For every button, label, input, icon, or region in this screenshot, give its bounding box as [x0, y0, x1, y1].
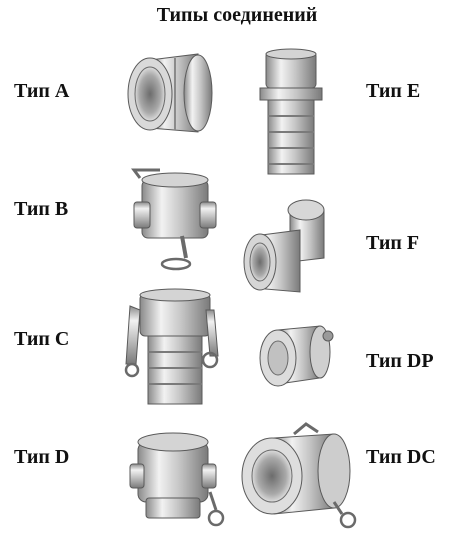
type-d-label: Тип D	[14, 446, 70, 468]
dust-cap-icon	[241, 422, 357, 529]
coupler-male-thread-icon	[131, 168, 217, 271]
coupler-female-thread-icon	[129, 432, 225, 527]
type-a-label: Тип A	[14, 80, 70, 102]
page-title: Типы соединений	[156, 4, 318, 26]
adapter-hose-shank-icon	[259, 48, 323, 175]
coupler-hose-shank-icon	[124, 288, 219, 405]
dust-plug-icon	[259, 325, 334, 387]
type-dc-label: Тип DC	[366, 446, 436, 468]
type-f-label: Тип F	[366, 232, 420, 254]
type-dp-label: Тип DP	[366, 350, 434, 372]
type-c-label: Тип C	[14, 328, 70, 350]
type-b-label: Тип B	[14, 198, 69, 220]
adapter-male-thread-icon	[243, 199, 325, 293]
adapter-female-thread-icon	[127, 53, 213, 133]
type-e-label: Тип E	[366, 80, 421, 102]
